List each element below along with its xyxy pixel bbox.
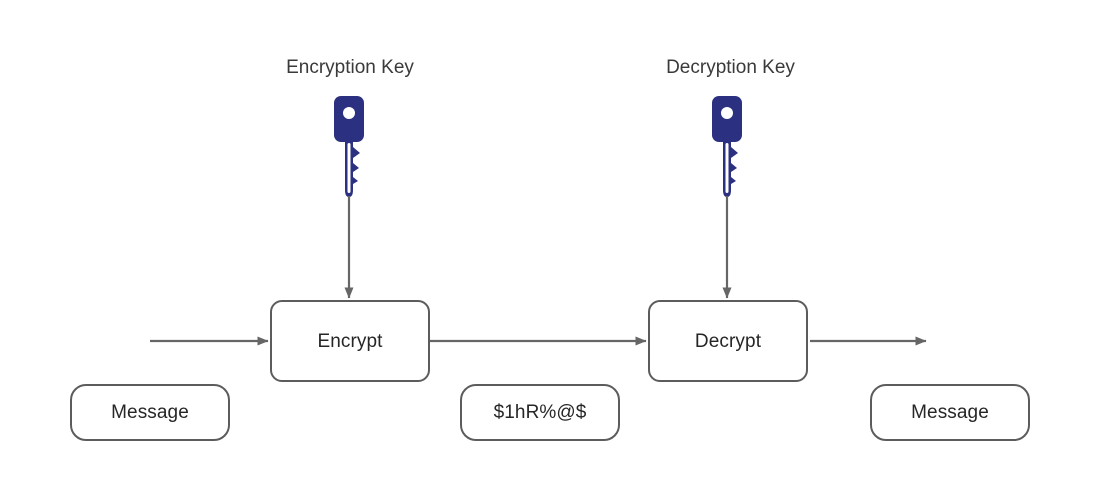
encryption-key-label: Encryption Key <box>286 57 414 78</box>
key-icon <box>334 96 364 197</box>
output-message-node[interactable]: Message <box>870 384 1030 441</box>
ciphertext-node[interactable]: $1hR%@$ <box>460 384 620 441</box>
decrypt-node[interactable]: Decrypt <box>648 300 808 382</box>
key-icon <box>712 96 742 197</box>
input-message-node[interactable]: Message <box>70 384 230 441</box>
decryption-key-icon-wrapper <box>708 96 748 200</box>
decryption-key-label: Decryption Key <box>666 57 795 78</box>
encryption-key-icon-wrapper <box>330 96 370 200</box>
encrypt-node[interactable]: Encrypt <box>270 300 430 382</box>
